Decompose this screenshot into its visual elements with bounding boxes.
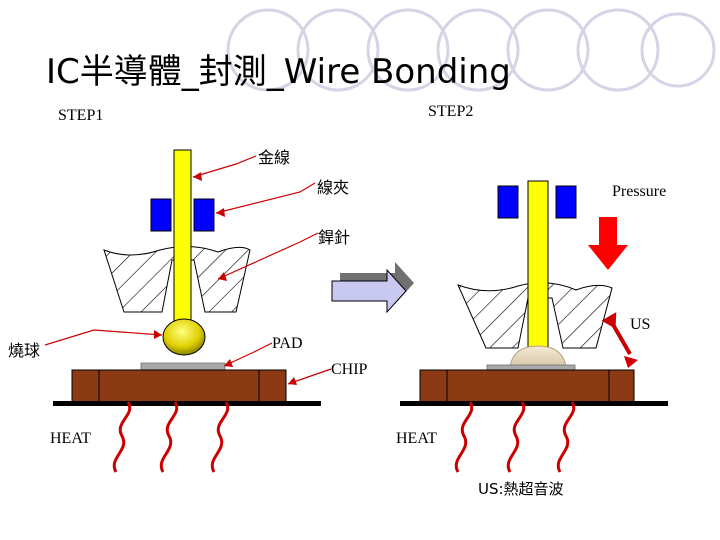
leader-arrowheads-left	[154, 172, 297, 385]
heat-waves-right	[454, 401, 576, 473]
wire-clamp-right-b	[555, 185, 577, 219]
step-arrow	[331, 262, 414, 314]
background-circles	[226, 8, 716, 92]
heat-waves-left	[112, 401, 230, 473]
wire-clamp-left-b	[193, 198, 215, 232]
base-right	[400, 401, 668, 406]
gold-wire-left	[173, 149, 192, 329]
chip-label: CHIP	[331, 361, 368, 378]
step2-assembly	[400, 180, 668, 473]
step2-label: STEP2	[428, 103, 474, 120]
us-double-arrow	[601, 312, 638, 368]
flattened-ball	[509, 345, 567, 367]
bonding-needle-right	[457, 282, 613, 349]
fired-ball	[162, 318, 206, 356]
gold-wire-right	[527, 180, 549, 354]
pressure-label: Pressure	[612, 183, 667, 200]
heat-label-right: HEAT	[396, 430, 437, 447]
substrate-left	[71, 369, 287, 403]
wire-clamp-right-a	[497, 185, 519, 219]
substrate-right	[419, 369, 635, 403]
bonding-needle-left	[103, 246, 251, 313]
chip-left	[140, 362, 226, 371]
gold-wire-label: 金線	[258, 148, 291, 167]
wire-clamp-label: 線夾	[317, 178, 350, 197]
step1-label: STEP1	[58, 107, 104, 124]
pressure-arrow	[588, 217, 628, 270]
us-label: US	[630, 316, 651, 333]
bonding-needle-label: 銲針	[318, 228, 351, 247]
step1-assembly	[53, 149, 321, 473]
base-left	[53, 401, 321, 406]
page-title: IC半導體_封測_Wire Bonding	[46, 52, 511, 92]
pad-label: PAD	[272, 335, 303, 352]
us-note-label: US:熱超音波	[478, 480, 564, 498]
wire-clamp-left-a	[150, 198, 172, 232]
fired-ball-label: 燒球	[8, 341, 41, 360]
heat-label-left: HEAT	[50, 430, 91, 447]
